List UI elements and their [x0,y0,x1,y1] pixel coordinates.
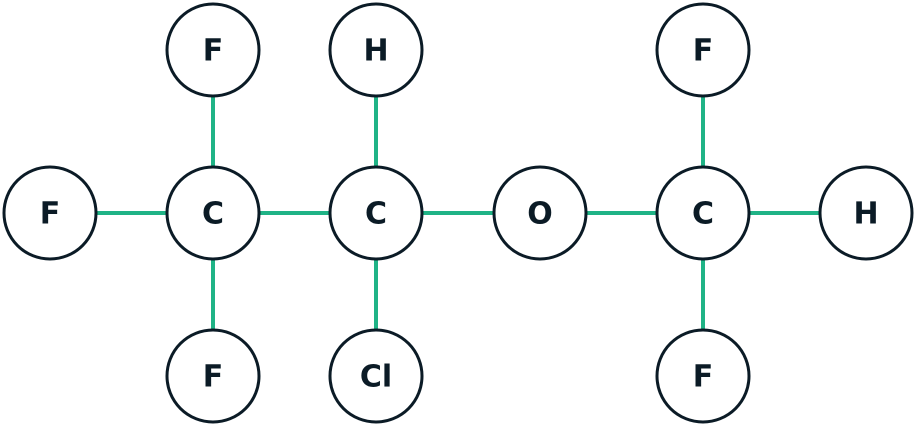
atom-circle [818,165,914,261]
atom-symbol: O [527,197,553,232]
atom-circle [655,165,751,261]
atom-symbol: C [692,197,714,232]
atom-c1: C [165,165,261,261]
atom-symbol: F [40,197,61,232]
atom-o1: O [492,165,588,261]
atom-h2: H [818,165,914,261]
atom-h1: H [328,2,424,98]
atom-symbol: C [202,197,224,232]
atom-circle [655,328,751,424]
atom-symbol: F [693,34,714,69]
atom-f3: F [165,328,261,424]
atom-circle [165,328,261,424]
atom-circle [492,165,588,261]
atom-circle [655,2,751,98]
atom-symbol: F [203,34,224,69]
atom-circle [165,2,261,98]
atom-circle [328,165,424,261]
atom-circle [328,328,424,424]
atom-c2: C [328,165,424,261]
atom-cl1: Cl [328,328,424,424]
atom-f5: F [655,2,751,98]
atom-f1: F [165,2,261,98]
atom-symbol: F [203,360,224,395]
atom-f4: F [655,328,751,424]
atom-circle [328,2,424,98]
atom-symbol: H [363,34,388,69]
atom-circle [165,165,261,261]
atom-c3: C [655,165,751,261]
atom-f2: F [2,165,98,261]
atom-symbol: Cl [360,360,392,395]
atom-circle [2,165,98,261]
atom-symbol: F [693,360,714,395]
atom-symbol: C [365,197,387,232]
atom-symbol: H [853,197,878,232]
